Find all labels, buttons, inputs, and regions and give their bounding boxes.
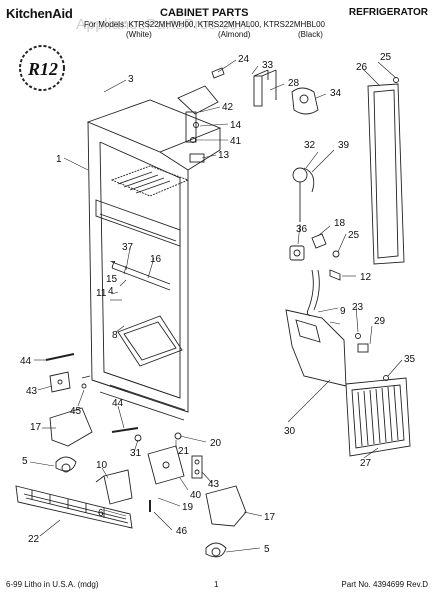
callout-43: 43 — [208, 479, 220, 490]
callout-32: 32 — [304, 140, 316, 151]
callout-3: 3 — [128, 74, 134, 85]
model-list: For Models: KTRS22MHWH00, KTRS22MHAL00, … — [84, 20, 325, 29]
leveling-bracket — [95, 469, 133, 505]
control-housing — [291, 87, 319, 115]
callout-28: 28 — [288, 78, 300, 89]
callout-17: 17 — [30, 422, 42, 433]
callout-20: 20 — [210, 438, 222, 449]
leader-lines — [29, 59, 403, 553]
toe-grille — [15, 485, 133, 529]
callout-29: 29 — [374, 316, 386, 327]
callout-18: 18 — [334, 218, 346, 229]
right-lower-bracket — [205, 485, 247, 558]
callout-36: 36 — [296, 224, 308, 235]
watermark: AppliancePartsPros.com — [76, 16, 252, 33]
left-hardware — [45, 353, 139, 473]
callout-10: 10 — [96, 460, 108, 471]
callout-46: 46 — [176, 526, 188, 537]
callout-21: 21 — [178, 446, 190, 457]
color-label-almond: (Almond) — [218, 30, 251, 39]
callout-6: 6 — [98, 508, 104, 519]
page-number: 1 — [214, 580, 219, 589]
drain-parts — [289, 233, 341, 317]
brand-logo: KitchenAid — [6, 6, 73, 21]
r12-stamp-label: R12 — [27, 59, 58, 79]
callout-16: 16 — [150, 254, 162, 265]
color-label-white: (White) — [126, 30, 152, 39]
callout-33: 33 — [262, 60, 274, 71]
callout-25: 25 — [348, 230, 360, 241]
callout-8: 8 — [112, 330, 118, 341]
callout-23: 23 — [352, 302, 364, 313]
callout-31: 31 — [130, 448, 142, 459]
callout-26: 26 — [356, 62, 368, 73]
side-trim-panel — [367, 77, 405, 265]
part-number: Part No. 4394699 Rev.D — [341, 580, 428, 589]
color-label-black: (Black) — [298, 30, 323, 39]
callout-37: 37 — [122, 242, 134, 253]
callout-24: 24 — [238, 54, 250, 65]
page-title: CABINET PARTS — [160, 7, 249, 19]
callout-4: 4 — [108, 286, 114, 297]
callout-17: 17 — [264, 512, 276, 523]
callout-25: 25 — [380, 52, 392, 63]
callout-40: 40 — [190, 490, 202, 501]
callout-39: 39 — [338, 140, 350, 151]
callout-30: 30 — [284, 426, 296, 437]
litho-note: 6-99 Litho in U.S.A. (mdg) — [6, 580, 99, 589]
callout-45: 45 — [70, 406, 82, 417]
callout-42: 42 — [222, 102, 234, 113]
callout-19: 19 — [182, 502, 194, 513]
callout-41: 41 — [230, 136, 242, 147]
callout-5: 5 — [264, 544, 270, 555]
callout-15: 15 — [106, 274, 118, 285]
roller-bracket — [134, 432, 203, 512]
callout-44: 44 — [20, 356, 32, 367]
callout-34: 34 — [330, 88, 342, 99]
callout-43: 43 — [26, 386, 38, 397]
cabinet-body — [86, 99, 222, 421]
callout-9: 9 — [340, 306, 346, 317]
callout-7: 7 — [110, 260, 116, 271]
callout-22: 22 — [28, 534, 40, 545]
callout-14: 14 — [230, 120, 242, 131]
r12-stamp — [19, 45, 65, 91]
callout-44: 44 — [112, 398, 124, 409]
callout-1: 1 — [56, 154, 62, 165]
callout-35: 35 — [404, 354, 416, 365]
callout-27: 27 — [360, 458, 372, 469]
base-grille — [345, 377, 411, 457]
callout-13: 13 — [218, 150, 230, 161]
product-type: REFRIGERATOR — [348, 7, 428, 18]
callout-5: 5 — [22, 456, 28, 467]
top-hinge-assembly — [177, 67, 277, 163]
light-assembly — [292, 167, 315, 222]
callout-11: 11 — [96, 288, 107, 299]
callout-12: 12 — [360, 272, 372, 283]
page-header: KitchenAid AppliancePartsPros.com CABINE… — [6, 6, 428, 52]
